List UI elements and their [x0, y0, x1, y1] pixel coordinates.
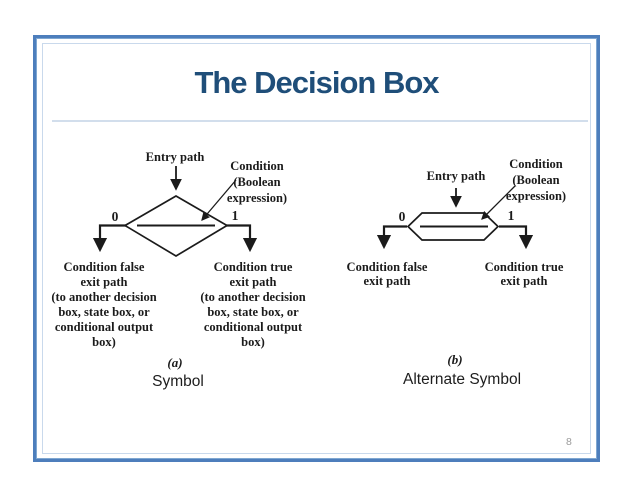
- title-underline: [52, 120, 588, 122]
- false-branch-value-a: 0: [111, 209, 119, 224]
- page-number: 8: [566, 436, 572, 448]
- slide-frame: The Decision Box: [33, 35, 600, 462]
- true-branch-value-b: 1: [507, 208, 515, 223]
- slide-title: The Decision Box: [194, 65, 439, 100]
- entry-path-label-a: Entry path: [145, 150, 205, 164]
- caption-b: Alternate Symbol: [402, 371, 522, 388]
- condition-label-a: Condition (Boolean expression): [226, 159, 288, 205]
- caption-letter-a: (a): [167, 355, 183, 370]
- false-exit-label-b: Condition false exit path: [346, 260, 428, 288]
- caption-a: Symbol: [152, 373, 204, 390]
- true-branch-value-a: 1: [231, 208, 239, 223]
- false-exit-label-a: Condition false exit path (to another de…: [51, 260, 157, 349]
- false-branch-value-b: 0: [398, 209, 406, 224]
- caption-letter-b: (b): [447, 352, 463, 367]
- condition-label-b: Condition (Boolean expression): [505, 157, 567, 203]
- true-exit-label-b: Condition true exit path: [484, 260, 564, 288]
- slide-inner-border: [42, 43, 591, 454]
- entry-path-label-b: Entry path: [426, 169, 486, 183]
- true-exit-label-a: Condition true exit path (to another dec…: [200, 260, 306, 349]
